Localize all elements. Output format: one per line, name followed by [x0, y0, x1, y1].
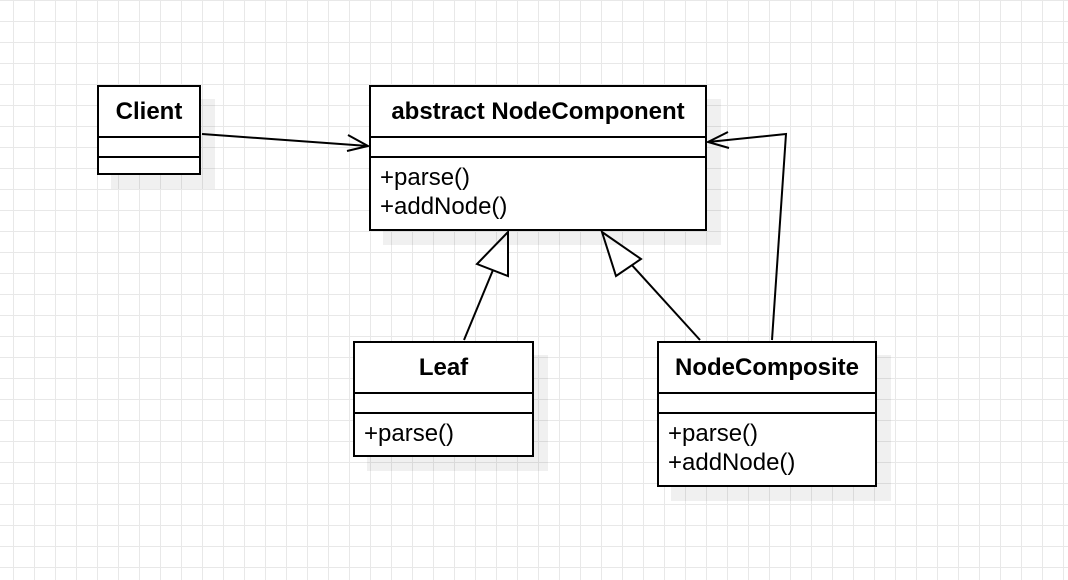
class-node-composite[interactable]: NodeComposite +parse() +addNode() [657, 341, 877, 487]
open-arrowhead-icon [705, 131, 730, 149]
generalization-composite-to-component[interactable] [600, 229, 701, 341]
class-node-component[interactable]: abstract NodeComponent +parse() +addNode… [369, 85, 707, 231]
class-attributes [99, 138, 199, 158]
class-leaf[interactable]: Leaf +parse() [353, 341, 534, 457]
operation-add-node: +addNode() [668, 449, 796, 476]
class-attributes [355, 394, 532, 414]
association-composite-to-component[interactable] [705, 131, 788, 341]
operation-parse: +parse() [364, 420, 455, 447]
association-client-to-component[interactable] [201, 133, 371, 152]
operation-parse: +parse() [668, 420, 759, 447]
generalization-leaf-to-component[interactable] [463, 229, 509, 341]
class-name: Leaf [355, 343, 532, 394]
class-operations: +parse() +addNode() [659, 414, 875, 477]
class-name: NodeComposite [659, 343, 875, 394]
class-name: abstract NodeComponent [371, 87, 705, 138]
class-client[interactable]: Client [97, 85, 201, 175]
class-name: Client [99, 87, 199, 138]
operation-parse: +parse() [380, 164, 471, 191]
class-attributes [371, 138, 705, 158]
operation-add-node: +addNode() [380, 193, 508, 220]
class-attributes [659, 394, 875, 414]
open-arrowhead-icon [346, 134, 371, 152]
hollow-triangle-arrowhead-icon [600, 229, 643, 278]
class-operations: +parse() [355, 414, 532, 448]
class-operations: +parse() +addNode() [371, 158, 705, 221]
hollow-triangle-arrowhead-icon [475, 229, 509, 278]
